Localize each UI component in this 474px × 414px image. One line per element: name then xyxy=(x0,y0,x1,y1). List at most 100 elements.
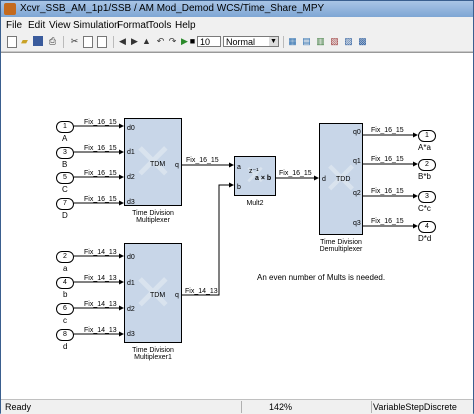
tdm-label: TDM xyxy=(150,161,166,168)
port-q3: q3 xyxy=(353,220,361,227)
library-browser-icon[interactable]: ▥ xyxy=(316,36,325,46)
status-divider xyxy=(371,401,372,413)
mult-block[interactable]: ✕ a b z⁻¹ a × b xyxy=(234,156,276,196)
tdd-label: TDD xyxy=(336,176,351,183)
menu-format[interactable]: Format xyxy=(117,20,149,31)
tdd-caption-line1: Time Division xyxy=(320,239,362,246)
signal-label: Fix_16_15 xyxy=(84,196,117,203)
signal-label: Fix_16_15 xyxy=(371,127,404,134)
toolbar-separator xyxy=(113,36,114,48)
tdm1-caption: Time Division Multiplexer1 xyxy=(119,347,187,361)
model-explorer-icon[interactable]: ▧ xyxy=(330,36,339,46)
inport-6[interactable]: 6 xyxy=(56,303,74,315)
save-icon[interactable] xyxy=(33,36,43,46)
inport-7[interactable]: 7 xyxy=(56,198,74,210)
inport-8[interactable]: 8 xyxy=(56,329,74,341)
port-b: b xyxy=(237,184,241,191)
undo-icon[interactable]: ↶ xyxy=(156,36,165,46)
inport-label: c xyxy=(63,316,67,325)
tdm1-caption-line2: Multiplexer1 xyxy=(134,354,172,361)
inport-label: d xyxy=(63,342,68,351)
port-d3: d3 xyxy=(127,331,135,338)
menu-tools[interactable]: Tools xyxy=(148,20,172,31)
signal-label: Fix_16_15 xyxy=(186,157,219,164)
menu-simulation[interactable]: Simulation xyxy=(73,20,120,31)
inport-2[interactable]: 2 xyxy=(56,251,74,263)
inport-5[interactable]: 5 xyxy=(56,172,74,184)
new-model-icon[interactable] xyxy=(7,36,17,48)
zoom-level: 142% xyxy=(269,402,293,412)
redo-icon[interactable]: ↷ xyxy=(168,36,177,46)
back-icon[interactable]: ◀ xyxy=(119,36,126,46)
simulation-mode-select[interactable]: Normal ▼ xyxy=(223,36,279,47)
chevron-down-icon: ▼ xyxy=(269,37,278,46)
inport-label: A xyxy=(62,134,68,143)
debugger-icon[interactable]: ▨ xyxy=(344,36,353,46)
outport-label: B*b xyxy=(418,172,431,181)
status-divider xyxy=(241,401,242,413)
xilinx-logo-icon: ✕ xyxy=(322,153,360,205)
toolbar-separator xyxy=(63,36,64,48)
port-d0: d0 xyxy=(127,125,135,132)
tdd-block[interactable]: ✕ TDD d q0 q1 q2 q3 xyxy=(319,123,363,235)
cut-icon[interactable]: ✂ xyxy=(70,36,79,46)
outport-4[interactable]: 4 xyxy=(418,221,436,233)
tdm-block[interactable]: ✕ TDM d0 d1 d2 d3 q xyxy=(124,118,182,206)
menu-edit[interactable]: Edit xyxy=(28,20,46,31)
xilinx-logo-icon: ✕ xyxy=(244,161,266,191)
window-title: Xcvr_SSB_AM_1p1/SSB / AM Mod_Demod WCS/T… xyxy=(20,3,325,14)
model-advisor-icon[interactable]: ▩ xyxy=(358,36,367,46)
up-icon[interactable]: ▲ xyxy=(142,36,151,46)
mult-label: a × b xyxy=(255,175,272,182)
copy-icon[interactable] xyxy=(83,36,93,48)
print-icon[interactable]: ⎙ xyxy=(48,36,57,46)
signal-label: Fix_16_15 xyxy=(84,145,117,152)
tdm1-block[interactable]: ✕ TDM d0 d1 d2 d3 q xyxy=(124,243,182,343)
signal-label: Fix_14_13 xyxy=(84,275,117,282)
port-d0: d0 xyxy=(127,254,135,261)
menu-view[interactable]: View xyxy=(49,20,71,31)
latency-label: z⁻¹ xyxy=(249,168,259,175)
status-bar: Ready 142% VariableStepDiscrete xyxy=(1,399,473,414)
annotation-note: An even number of Mults is needed. xyxy=(257,273,386,282)
outport-3[interactable]: 3 xyxy=(418,191,436,203)
port-d3: d3 xyxy=(127,199,135,206)
outport-2[interactable]: 2 xyxy=(418,159,436,171)
outport-label: D*d xyxy=(418,234,432,243)
inport-label: C xyxy=(62,185,68,194)
forward-icon[interactable]: ▶ xyxy=(131,36,138,46)
mult-caption: Mult2 xyxy=(246,200,264,207)
menu-file[interactable]: File xyxy=(6,20,23,31)
signal-label: Fix_16_15 xyxy=(371,156,404,163)
port-q2: q2 xyxy=(353,190,361,197)
toolbar-separator xyxy=(283,36,284,48)
stop-time-input[interactable]: 10 xyxy=(197,36,221,47)
signal-label: Fix_16_15 xyxy=(371,218,404,225)
update-diagram-icon[interactable]: ▤ xyxy=(302,36,311,46)
menu-bar: File Edit View Simulation Format Tools H… xyxy=(1,18,473,33)
inport-label: D xyxy=(62,211,68,220)
inport-3[interactable]: 3 xyxy=(56,147,74,159)
inport-1[interactable]: 1 xyxy=(56,121,74,133)
outport-label: A*a xyxy=(418,143,431,152)
outport-1[interactable]: 1 xyxy=(418,130,436,142)
inport-label: B xyxy=(62,160,68,169)
port-d2: d2 xyxy=(127,174,135,181)
solver-name: VariableStepDiscrete xyxy=(373,402,457,412)
tdm-caption-line1: Time Division xyxy=(132,210,174,217)
tdm-caption-line2: Multiplexer xyxy=(136,217,170,224)
tdd-caption-line2: Demultiplexer xyxy=(319,246,363,253)
signal-label: Fix_16_15 xyxy=(371,188,404,195)
inport-label: a xyxy=(63,264,68,273)
build-icon[interactable]: ▦ xyxy=(288,36,297,46)
stop-icon[interactable]: ■ xyxy=(189,36,196,46)
outport-label: C*c xyxy=(418,204,431,213)
menu-help[interactable]: Help xyxy=(175,20,196,31)
open-icon[interactable]: ▰ xyxy=(21,36,28,46)
title-bar: Xcvr_SSB_AM_1p1/SSB / AM Mod_Demod WCS/T… xyxy=(1,1,473,17)
play-icon[interactable]: ▶ xyxy=(181,36,188,46)
inport-4[interactable]: 4 xyxy=(56,277,74,289)
tdm1-caption-line1: Time Division xyxy=(132,347,174,354)
signal-label: Fix_14_13 xyxy=(185,288,218,295)
paste-icon[interactable] xyxy=(97,36,107,48)
